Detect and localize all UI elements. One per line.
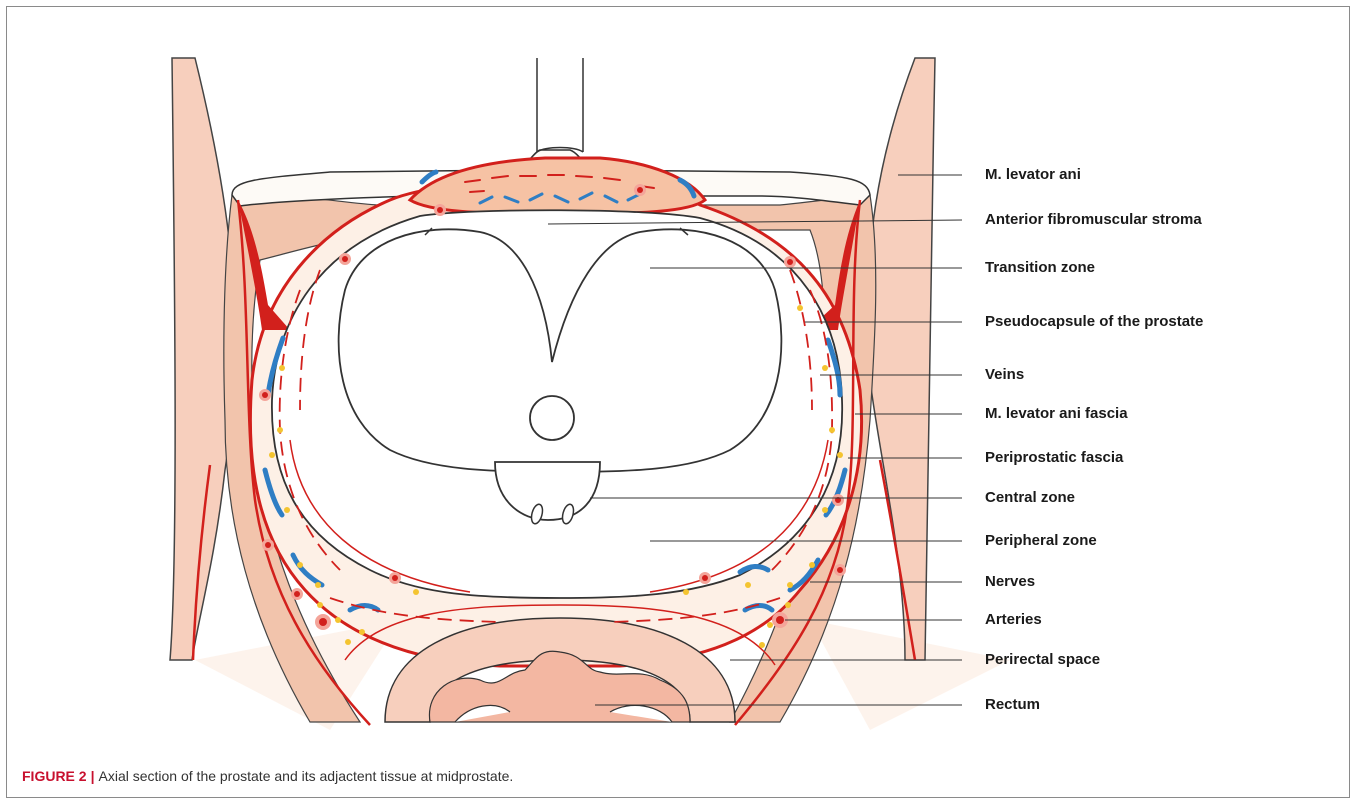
figure-caption: FIGURE 2|Axial section of the prostate a… [22, 768, 513, 784]
label-arteries: Arteries [985, 611, 1042, 629]
label-rectum: Rectum [985, 696, 1040, 714]
label-levator-fascia: M. levator ani fascia [985, 405, 1128, 423]
urethra [530, 396, 574, 440]
levator-ani-right [867, 58, 935, 660]
label-peripheral-zone: Peripheral zone [985, 532, 1097, 550]
label-pseudocapsule: Pseudocapsule of the prostate [985, 313, 1203, 331]
label-levator-ani: M. levator ani [985, 166, 1081, 184]
label-veins: Veins [985, 366, 1024, 384]
label-nerves: Nerves [985, 573, 1035, 591]
label-perirectal-space: Perirectal space [985, 651, 1100, 669]
label-central-zone: Central zone [985, 489, 1075, 507]
figure-number: FIGURE 2 [22, 768, 87, 784]
anterior-fibromuscular-stroma [410, 158, 705, 214]
caption-text: Axial section of the prostate and its ad… [99, 768, 514, 784]
label-periprostatic-fascia: Periprostatic fascia [985, 449, 1123, 467]
caption-separator: | [91, 768, 95, 784]
label-transition-zone: Transition zone [985, 259, 1095, 277]
label-afms: Anterior fibromuscular stroma [985, 211, 1202, 229]
urethral-tube [537, 58, 583, 152]
